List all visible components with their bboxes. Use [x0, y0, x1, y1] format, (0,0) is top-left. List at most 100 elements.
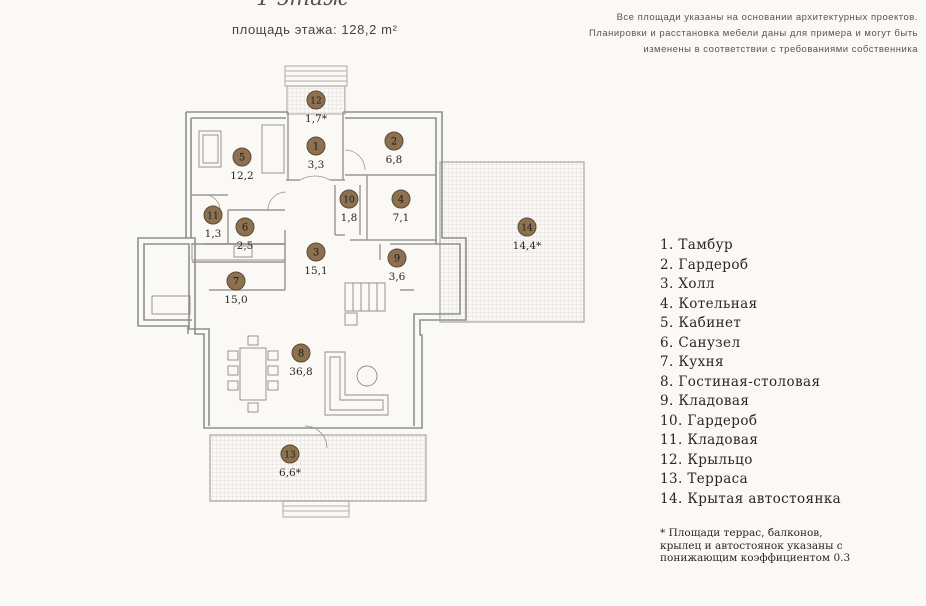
- wardrobe-unit: [261, 124, 285, 174]
- room-number: 9: [394, 254, 400, 265]
- exterior-walls: [137, 111, 467, 429]
- room-number: 4: [398, 195, 404, 206]
- kitchen-sink: [233, 245, 253, 258]
- hatched-outdoor-areas: [209, 85, 585, 502]
- legend-item: 7. Кухня: [660, 354, 724, 370]
- room-area: 3,3: [308, 159, 325, 171]
- room-number: 10: [343, 196, 355, 206]
- room-area: 7,1: [393, 212, 410, 224]
- room-area: 1,8: [341, 212, 358, 224]
- room-number: 1: [313, 142, 319, 153]
- room-marker-circle: [391, 189, 411, 209]
- legend-item: 14. Крытая автостоянка: [660, 490, 842, 507]
- room-marker: 101,8: [339, 189, 359, 224]
- room-marker: 26,8: [384, 131, 404, 166]
- room-area: 6,6*: [279, 467, 302, 479]
- room-number: 6: [242, 223, 248, 234]
- footnote-line: * Площади террас, балконов,: [660, 527, 823, 539]
- disclaimer-line: Планировки и расстановка мебели даны для…: [588, 28, 918, 39]
- steps: [282, 65, 350, 518]
- legend-item: 1. Тамбур: [660, 237, 734, 253]
- room-marker: 14 14,4*: [513, 217, 542, 252]
- floor-area-label: площадь этажа: 128,2 m²: [232, 22, 398, 37]
- legend-item: 2. Гардероб: [660, 256, 749, 273]
- terrace-area: [209, 434, 427, 502]
- room-marker: 13 6,6*: [279, 444, 302, 479]
- staircase: [344, 282, 386, 312]
- footnote-line: понижающим коэффициентом 0.3: [660, 552, 851, 564]
- room-marker-circle: [384, 131, 404, 151]
- room-marker: 93,6: [387, 248, 407, 283]
- room-area: 1,7*: [305, 113, 328, 125]
- room-area: 3,6: [389, 271, 406, 283]
- floor-title: 1 этаж: [256, 0, 348, 11]
- stove: [344, 312, 358, 326]
- room-marker: 315,1: [304, 242, 328, 277]
- room-marker: 512,2: [230, 147, 254, 182]
- legend-item: 10. Гардероб: [660, 412, 758, 429]
- legend-item: 3. Холл: [660, 276, 715, 292]
- room-area: 14,4*: [513, 240, 542, 252]
- disclaimer-line: Все площади указаны на основании архитек…: [616, 12, 918, 23]
- legend-item: 5. Кабинет: [660, 315, 742, 331]
- room-number: 14: [521, 224, 533, 234]
- room-marker: 13,3: [306, 136, 326, 171]
- room-area: 2,5: [237, 240, 254, 252]
- legend-item: 9. Кладовая: [660, 393, 750, 409]
- room-number: 12: [310, 97, 321, 107]
- room-number: 13: [284, 451, 296, 461]
- room-marker-circle: [387, 248, 407, 268]
- room-marker-circle: [306, 136, 326, 156]
- room-marker: 836,8: [289, 343, 313, 378]
- kitchen-counter: [191, 243, 286, 261]
- room-marker: 715,0: [224, 271, 248, 306]
- room-number: 11: [207, 212, 218, 222]
- room-marker-circle: [280, 444, 300, 464]
- kitchen-island: [151, 295, 191, 315]
- legend-item: 6. Санузел: [660, 334, 741, 351]
- room-area: 6,8: [386, 154, 403, 166]
- room-area: 15,1: [304, 265, 327, 277]
- carport-area: [439, 161, 585, 323]
- room-area: 15,0: [224, 294, 247, 306]
- room-number: 8: [298, 349, 304, 360]
- dining-table: [239, 347, 267, 401]
- disclaimer-note: Все площади указаны на основании архитек…: [518, 10, 918, 58]
- footnote-line: крылец и автостоянок указаны с: [660, 539, 843, 552]
- doors: [205, 149, 366, 449]
- room-marker-circle: [306, 90, 326, 110]
- room-number: 3: [313, 248, 319, 259]
- disclaimer-line: изменены в соответствии с требованиями с…: [643, 44, 918, 55]
- room-marker-circle: [291, 343, 311, 363]
- room-marker: 47,1: [391, 189, 411, 224]
- room-number: 5: [239, 153, 245, 164]
- room-area: 1,3: [205, 228, 222, 240]
- legend-item: 13. Терраса: [660, 471, 749, 487]
- legend-item: 8. Гостиная-столовая: [660, 373, 821, 390]
- room-area: 12,2: [230, 170, 253, 182]
- legend-item: 4. Котельная: [660, 295, 758, 312]
- room-area: 36,8: [289, 366, 312, 378]
- room-marker: 12 1,7*: [305, 90, 328, 125]
- living-sofa: [324, 351, 389, 416]
- room-marker-circle: [235, 217, 255, 237]
- room-marker: 111,3: [203, 205, 223, 240]
- room-marker-circle: [226, 271, 246, 291]
- room-markers: 13,326,8315,147,1512,262,5715,0836,893,6…: [203, 90, 542, 479]
- room-marker: 62,5: [235, 217, 255, 252]
- room-marker-circle: [203, 205, 223, 225]
- legend-item: 12. Крыльцо: [660, 451, 753, 468]
- area-footnote: * Площади террас, балконов, крылец и авт…: [660, 527, 900, 565]
- coffee-table: [356, 365, 378, 387]
- room-marker-circle: [232, 147, 252, 167]
- room-legend: 1. Тамбур 2. Гардероб 3. Холл 4. Котельн…: [660, 236, 841, 509]
- office-sofa: [198, 130, 222, 168]
- room-marker-circle: [339, 189, 359, 209]
- room-marker-circle: [517, 217, 537, 237]
- room-number: 7: [233, 277, 239, 288]
- room-marker-circle: [306, 242, 326, 262]
- legend-item: 11. Кладовая: [660, 432, 759, 448]
- furniture: [151, 124, 389, 416]
- room-number: 2: [391, 137, 397, 148]
